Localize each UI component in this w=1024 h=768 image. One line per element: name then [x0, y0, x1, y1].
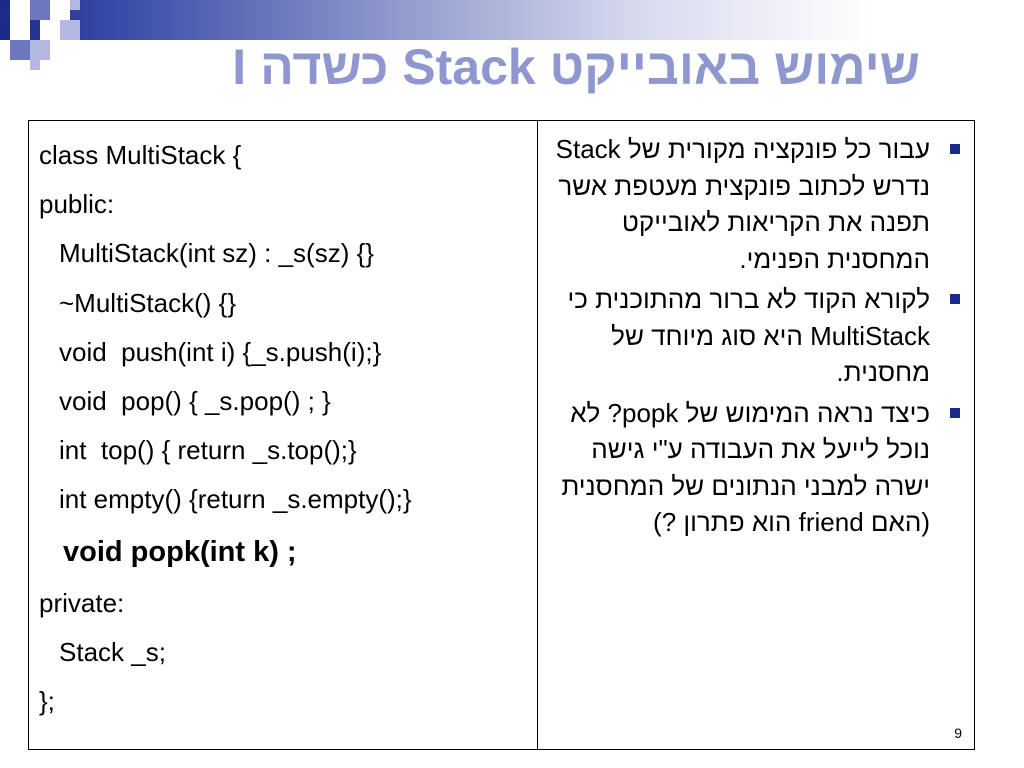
decorative-square — [30, 60, 40, 70]
decorative-square — [10, 0, 30, 20]
code-line: }; — [39, 686, 55, 717]
code-cell: class MultiStack { public: MultiStack(in… — [29, 121, 538, 749]
code-line-highlighted: void popk(int k) ; — [63, 535, 297, 568]
decorative-square — [10, 20, 30, 40]
decorative-square — [70, 0, 80, 10]
bullet-cell: עבור כל פונקציה מקורית של Stack נדרש לכת… — [538, 121, 974, 749]
code-line: ~MultiStack() {} — [59, 287, 237, 318]
decorative-square — [30, 0, 50, 20]
code-line: public: — [39, 189, 115, 220]
code-line: void pop() { _s.pop() ; } — [59, 386, 331, 417]
code-line: int top() { return _s.top();} — [59, 435, 357, 466]
slide-title: שימוש באובייקט Stack כשדה I — [232, 39, 920, 95]
header-decoration-bar — [0, 0, 1024, 40]
code-line: class MultiStack { — [39, 140, 242, 170]
decorative-square — [50, 0, 70, 20]
decorative-square — [60, 20, 80, 40]
bullet-list: עבור כל פונקציה מקורית של Stack נדרש לכת… — [546, 131, 960, 541]
decorative-square — [10, 40, 30, 60]
decorative-square — [30, 40, 50, 60]
square-bullet-icon — [950, 294, 960, 304]
code-line: int empty() {return _s.empty();} — [59, 484, 412, 515]
bullet-item: עבור כל פונקציה מקורית של Stack נדרש לכת… — [546, 131, 960, 277]
code-line: MultiStack(int sz) : _s(sz) {} — [59, 238, 374, 269]
square-bullet-icon — [950, 407, 960, 418]
code-line: Stack _s; — [59, 636, 166, 667]
square-bullet-icon — [950, 144, 960, 154]
bullet-item: כיצד נראה המימוש של popk? לא נוכל לייעל … — [546, 395, 960, 541]
code-line: void push(int i) {_s.push(i);} — [59, 336, 382, 367]
decorative-square — [0, 20, 10, 40]
decorative-square — [0, 0, 10, 10]
decorative-square — [40, 20, 60, 40]
content-table: class MultiStack { public: MultiStack(in… — [28, 120, 975, 750]
bullet-text: כיצד נראה המימוש של popk? לא נוכל לייעל … — [561, 397, 930, 538]
bullet-text: לקורא הקוד לא ברור מהתוכנית כי MultiStac… — [567, 284, 930, 387]
page-number: 9 — [954, 725, 962, 741]
bullet-text: עבור כל פונקציה מקורית של Stack נדרש לכת… — [555, 134, 930, 274]
bullet-item: לקורא הקוד לא ברור מהתוכנית כי MultiStac… — [546, 281, 960, 391]
code-line: private: — [39, 587, 125, 618]
